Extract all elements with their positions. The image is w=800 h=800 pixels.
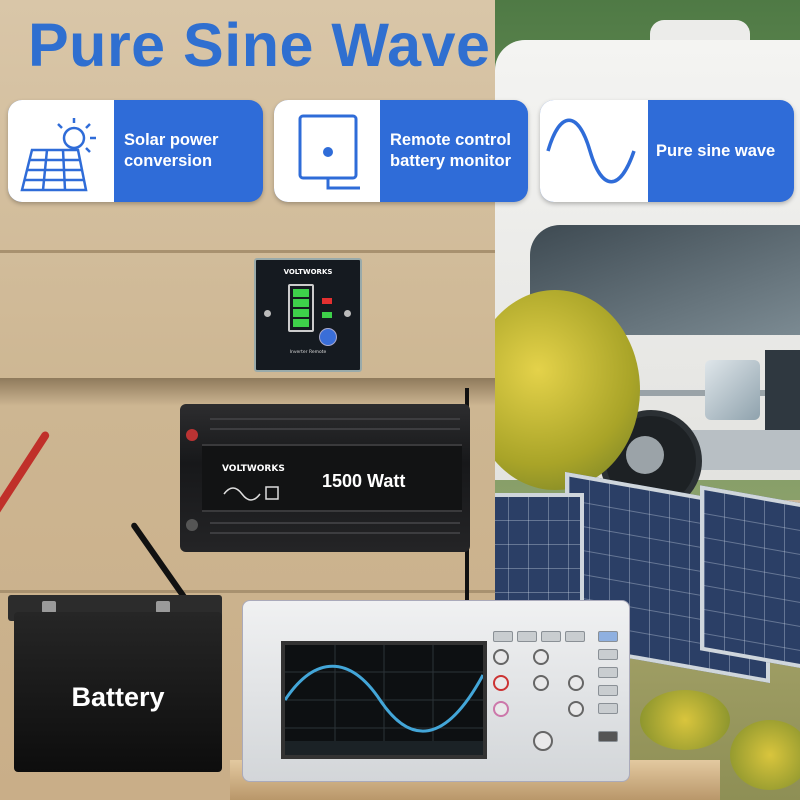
power-button: [319, 328, 337, 346]
feature-label: Pure sine wave: [656, 141, 776, 160]
remote-label: Inverter Remote: [289, 350, 327, 355]
rv-stripe: [495, 390, 800, 396]
feature-remote: Remote control battery monitor: [274, 100, 528, 202]
negative-terminal: [186, 519, 198, 531]
status-led: [322, 298, 332, 304]
oscilloscope-screen: [281, 641, 487, 759]
feature-sine-wave: Pure sine wave: [540, 100, 794, 202]
power-inverter: VOLTWORKS 1500 Watt: [180, 404, 470, 552]
inverter-remote: VOLTWORKS Inverter Remote: [254, 258, 362, 372]
inverter-brand: VOLTWORKS: [222, 464, 285, 474]
positive-terminal: [186, 429, 198, 441]
wall-seam: [0, 590, 495, 593]
inverter-wattage: 1500 Watt: [322, 471, 406, 491]
yellow-bush: [470, 290, 640, 490]
rv-headlight: [705, 360, 760, 420]
sine-wave-icon: [540, 100, 648, 202]
solar-panel: [484, 493, 584, 608]
remote-brand: VOLTWORKS: [283, 268, 333, 276]
battery: Battery: [14, 612, 222, 772]
shrub: [730, 720, 800, 790]
battery-level-icon: [288, 284, 314, 332]
page-title: Pure Sine Wave: [28, 11, 491, 79]
shrub: [640, 690, 730, 750]
feature-label: conversion: [124, 152, 213, 170]
feature-label: Solar power: [124, 131, 219, 149]
wall-ledge: [0, 378, 495, 406]
rv-wheel-hub: [626, 436, 664, 474]
remote-control-icon: [274, 100, 380, 202]
feature-solar: Solar power conversion: [8, 100, 263, 202]
status-led: [322, 312, 332, 318]
rv-grille: [765, 350, 800, 430]
feature-label: battery monitor: [390, 152, 512, 170]
solar-panel: [700, 485, 800, 670]
battery-label: Battery: [71, 682, 165, 712]
solar-panel-icon: [8, 100, 114, 202]
wall-seam: [0, 250, 495, 253]
inverter-logo-icons: [223, 486, 279, 501]
feature-label: Remote control: [390, 131, 512, 149]
rv-bumper: [690, 430, 800, 470]
oscilloscope: [242, 600, 630, 782]
sine-waveform: [283, 645, 485, 755]
